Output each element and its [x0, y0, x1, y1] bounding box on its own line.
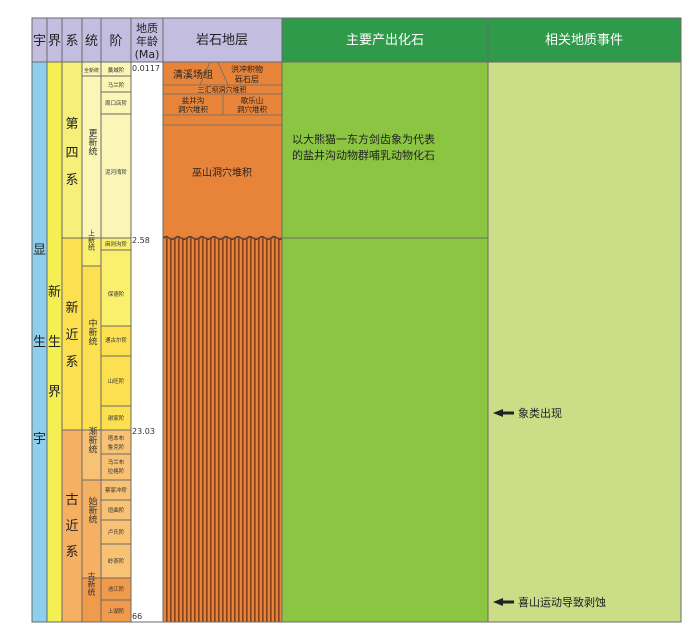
- event-cell: [487, 61, 682, 623]
- header-age-line3: (Ma): [135, 48, 160, 61]
- header-series: 统: [85, 34, 98, 49]
- strata-yanjinggou-1: 盐井沟: [182, 95, 205, 105]
- neogene-char-1: 新: [65, 300, 78, 316]
- strata-bg-top: [162, 61, 283, 239]
- series-oligocene-label: 渐新统: [87, 425, 98, 454]
- header-stage: 阶: [109, 34, 122, 49]
- header-fossils: 主要产出化石: [346, 33, 424, 48]
- stage-s14: [100, 519, 132, 545]
- age-column: [130, 61, 164, 623]
- stage-s6: [100, 249, 132, 327]
- header-bg-events: [487, 17, 682, 63]
- quaternary-char-3: 系: [65, 173, 78, 188]
- header-age-line2: 年龄: [136, 34, 158, 48]
- fossil-cell-lower: [281, 237, 489, 623]
- neogene-char-2: 近: [65, 328, 78, 343]
- eon-char-2: 生: [33, 335, 46, 350]
- strata-qingxichang: 清溪场组: [173, 68, 213, 81]
- event-himalayan-label: 喜山运动导致剥蚀: [518, 595, 606, 609]
- era-char-2: 生: [48, 335, 61, 350]
- stage-s17-label: 上湖阶: [108, 607, 125, 615]
- stage-s1-label: 藁城阶: [108, 66, 125, 74]
- strata-column: 清溪场组 洪冲积物 砾石层 三汇坝洞穴堆积 盐井沟 洞穴堆积 歌乐山 洞穴堆积 …: [162, 61, 283, 623]
- stage-s11-label-1: 乌兰布: [108, 458, 125, 466]
- stage-s8: [100, 355, 132, 407]
- header-bg-left: [31, 17, 283, 63]
- event-elephants: 象类出现: [493, 406, 562, 420]
- stage-s12-label: 蔡家冲阶: [105, 486, 128, 494]
- stage-s13-label: 垣曲阶: [108, 506, 125, 514]
- paleogene-char-2: 近: [65, 519, 78, 534]
- stage-s5-label: 麻则沟阶: [105, 240, 128, 248]
- stage-s10-label-1: 塔本布: [108, 434, 125, 442]
- fossil-text-line1: 以大熊猫一东方剑齿象为代表: [292, 132, 435, 146]
- stage-s10-label-2: 鲁克阶: [108, 443, 125, 451]
- header-era: 界: [48, 34, 61, 49]
- stage-s8-label: 山旺阶: [108, 377, 125, 385]
- era-char-3: 界: [48, 385, 61, 400]
- header-bg-fossils: [281, 17, 489, 63]
- header-system: 系: [65, 34, 78, 49]
- era-char-1: 新: [48, 284, 61, 300]
- series-paleocene-label: 古新统: [87, 571, 96, 597]
- neogene-char-3: 系: [65, 355, 78, 370]
- header-eon: 宇: [33, 34, 46, 49]
- paleogene-char-1: 古: [65, 493, 78, 508]
- stage-s4: [100, 113, 132, 239]
- stage-s11-label-2: 拉格阶: [108, 467, 125, 475]
- series-holocene-label: 全新统: [84, 67, 99, 74]
- stage-s9-label: 谢家阶: [108, 414, 125, 422]
- header-events: 相关地质事件: [545, 33, 623, 48]
- arrow-left-icon: [493, 598, 514, 606]
- eon-char-1: 显: [33, 243, 46, 258]
- age-66: 66: [132, 612, 142, 621]
- strata-striped: [162, 237, 283, 623]
- eon-char-3: 宇: [33, 432, 46, 447]
- paleogene-char-3: 系: [65, 545, 78, 560]
- strata-sanhuiba: 三汇坝洞穴堆积: [198, 85, 247, 94]
- series-eocene: [81, 479, 102, 579]
- stage-s7: [100, 325, 132, 357]
- age-0-0117: 0.0117: [132, 64, 160, 73]
- strata-hongchong-1: 洪冲积物: [231, 64, 263, 74]
- series-eocene-label: 始新统: [87, 495, 98, 524]
- stage-s16-label: 池江阶: [108, 585, 125, 593]
- stage-s6-label: 保德阶: [108, 290, 125, 298]
- strata-wushan: 巫山洞穴堆积: [192, 166, 252, 179]
- age-2-58: 2.58: [132, 236, 150, 245]
- fossil-text-line2: 的盐井沟动物群哺乳动物化石: [292, 148, 435, 162]
- fossil-cell-upper: [281, 61, 489, 239]
- strata-wavy-top: [162, 235, 283, 241]
- stage-s4-label: 泥河湾阶: [105, 168, 128, 176]
- strata-gelegshan-2: 洞穴堆积: [237, 104, 267, 114]
- arrow-left-icon: [493, 409, 514, 417]
- stage-s3-label: 周口店阶: [105, 99, 128, 107]
- stage-column: 藁城阶 马兰阶 周口店阶 泥河湾阶 麻则沟阶 保德阶 通古尔阶 山旺阶 谢家阶 …: [100, 61, 132, 623]
- series-pliocene-label: 上新统: [88, 229, 96, 252]
- series-pleistocene-label: 更新统: [87, 128, 98, 156]
- age-23-03: 23.03: [132, 427, 155, 436]
- stage-s2-label: 马兰阶: [108, 81, 125, 89]
- strata-gelegshan-1: 歌乐山: [241, 95, 264, 105]
- event-elephants-label: 象类出现: [518, 406, 562, 420]
- stage-s7-label: 通古尔阶: [105, 336, 128, 344]
- series-miocene-label: 中新统: [87, 317, 98, 346]
- series-pleistocene: [81, 75, 102, 239]
- header-row: 宇 界 系 统 阶 地质 年龄 (Ma) 岩石地层 主要产出化石 相关地质事件: [31, 17, 682, 63]
- header-strata: 岩石地层: [196, 33, 248, 48]
- stage-s11: [100, 453, 132, 481]
- quaternary-char-1: 第: [65, 117, 78, 132]
- stage-s15-label: 岭茶阶: [108, 557, 125, 565]
- quaternary-char-2: 四: [65, 146, 78, 161]
- stage-s14-label: 卢氏阶: [108, 528, 125, 536]
- event-himalayan: 喜山运动导致剥蚀: [493, 595, 606, 609]
- strata-yanjinggou-2: 洞穴堆积: [178, 104, 208, 114]
- strata-hongchong-2: 砾石层: [235, 74, 259, 84]
- header-age-line1: 地质: [136, 22, 158, 35]
- series-miocene: [81, 265, 102, 431]
